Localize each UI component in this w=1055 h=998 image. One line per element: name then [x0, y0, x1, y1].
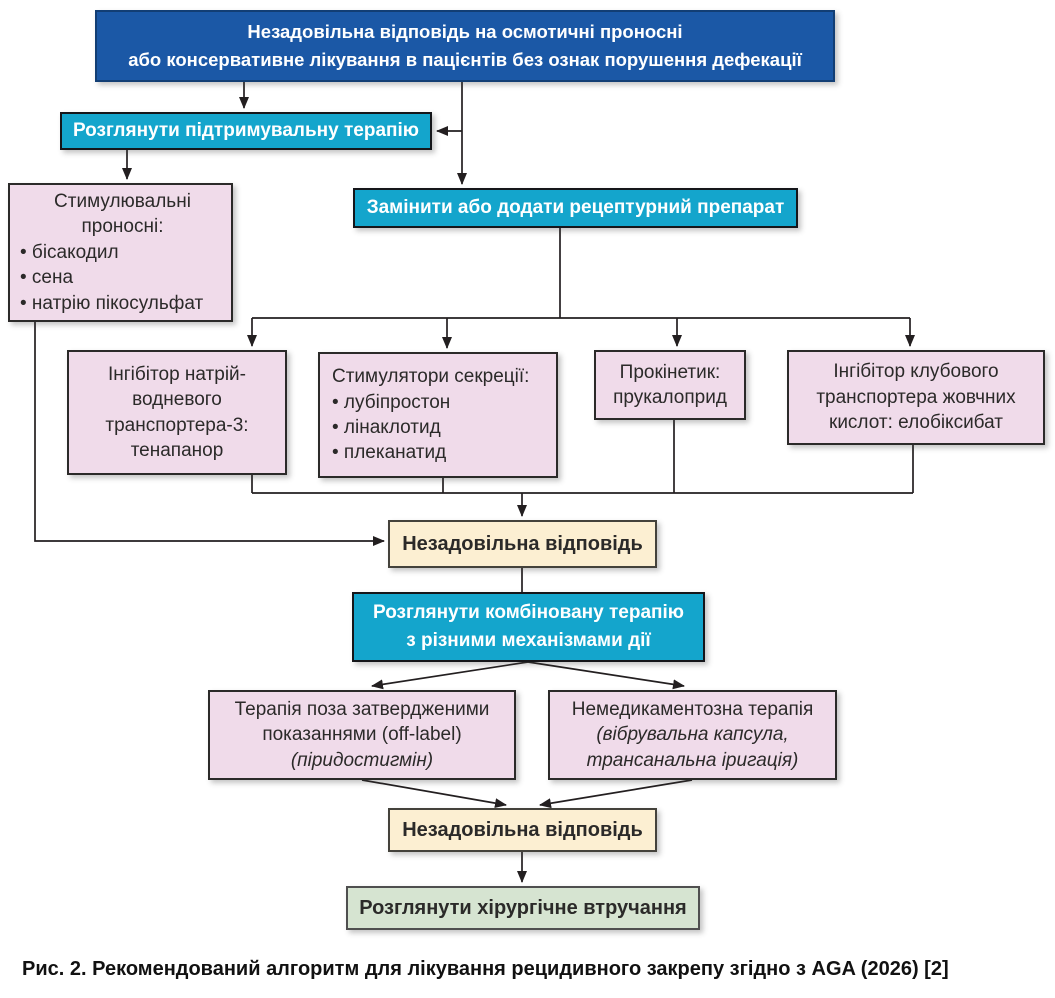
stimulant-laxatives-item: • бісакодил — [20, 241, 119, 263]
combination-line: з різними механізмами дії — [406, 630, 651, 651]
non-pharm-text: Немедикаментозна терапія — [571, 698, 814, 720]
surgery-label: Розглянути хірургічне втручання — [359, 896, 687, 919]
ibat-line: транспортера жовчних — [816, 386, 1016, 408]
connector-offlabel-to-unsatisfactory2 — [361, 779, 507, 809]
unsatisfactory-response-box-2: Незадовільна відповідь — [388, 808, 657, 852]
start-box: Незадовільна відповідь на осмотичні прон… — [95, 10, 835, 82]
stimulant-laxatives-box: Стимулювальні проносні: • бісакодил • се… — [8, 183, 233, 322]
combination-therapy-box: Розглянути комбіновану терапію з різними… — [352, 592, 705, 662]
non-pharm-methods: (вібрувальна капсула, трансанальна ірига… — [586, 724, 799, 771]
secretagogues-item: • лубіпростон — [332, 391, 451, 413]
ibat-line: Інгібітор клубового — [833, 361, 999, 383]
secretagogues-item: • лінаклотид — [332, 417, 441, 438]
combination-line: Розглянути комбіновану терапію — [373, 602, 684, 624]
off-label-text: Терапія поза затвердженими показаннями (… — [234, 698, 490, 746]
connector-stimulant-bypass — [34, 322, 385, 546]
off-label-therapy-box: Терапія поза затвердженими показаннями (… — [208, 690, 516, 780]
maintenance-therapy-box: Розглянути підтримувальну терапію — [60, 112, 432, 150]
unsatisfactory-response-box-1: Незадовільна відповідь — [388, 520, 657, 568]
prokinetic-line: Прокінетик: — [619, 361, 721, 383]
nhe3-line: тенапанор — [130, 439, 224, 461]
stimulant-laxatives-title: Стимулювальні проносні: — [54, 190, 191, 238]
figure-caption: Рис. 2. Рекомендований алгоритм для ліку… — [22, 958, 949, 980]
start-box-line1: Незадовільна відповідь на осмотичні прон… — [247, 21, 683, 43]
prokinetic-line: прукалоприд — [613, 387, 727, 408]
nhe3-line: транспортера-3: — [105, 414, 249, 436]
prescription-drug-label: Замінити або додати рецептурний препарат — [366, 197, 785, 219]
ibat-line: кислот: елобіксибат — [829, 412, 1003, 434]
stimulant-laxatives-item: • натрію пікосульфат — [20, 292, 204, 314]
off-label-drug: (піридостигмін) — [290, 749, 434, 771]
unsatisfactory-response-label: Незадовільна відповідь — [402, 532, 643, 555]
connector-combination-to-offlabel — [371, 661, 529, 690]
nhe3-inhibitor-box: Інгібітор натрій- водневого транспортера… — [67, 350, 287, 475]
surgery-box: Розглянути хірургічне втручання — [346, 886, 700, 930]
secretagogues-box: Стимулятори секреції: • лубіпростон • лі… — [318, 352, 558, 478]
stimulant-laxatives-item: • сена — [20, 267, 74, 289]
connector-combination-to-nonpharm — [527, 661, 685, 690]
non-pharmacological-therapy-box: Немедикаментозна терапія (вібрувальна ка… — [548, 690, 837, 780]
ibat-inhibitor-box: Інгібітор клубового транспортера жовчних… — [787, 350, 1045, 445]
secretagogues-item: • плеканатид — [332, 442, 447, 464]
prokinetic-box: Прокінетик: прукалоприд — [594, 350, 746, 420]
start-box-line2: або консервативне лікування в пацієнтів … — [128, 49, 802, 70]
connector-nonpharm-to-unsatisfactory2 — [539, 779, 693, 809]
unsatisfactory-response-label: Незадовільна відповідь — [402, 818, 643, 841]
prescription-drug-box: Замінити або додати рецептурний препарат — [353, 188, 798, 228]
nhe3-line: водневого — [132, 389, 222, 411]
maintenance-therapy-label: Розглянути підтримувальну терапію — [72, 120, 419, 142]
secretagogues-title: Стимулятори секреції: — [332, 366, 530, 388]
nhe3-line: Інгібітор натрій- — [107, 363, 246, 385]
